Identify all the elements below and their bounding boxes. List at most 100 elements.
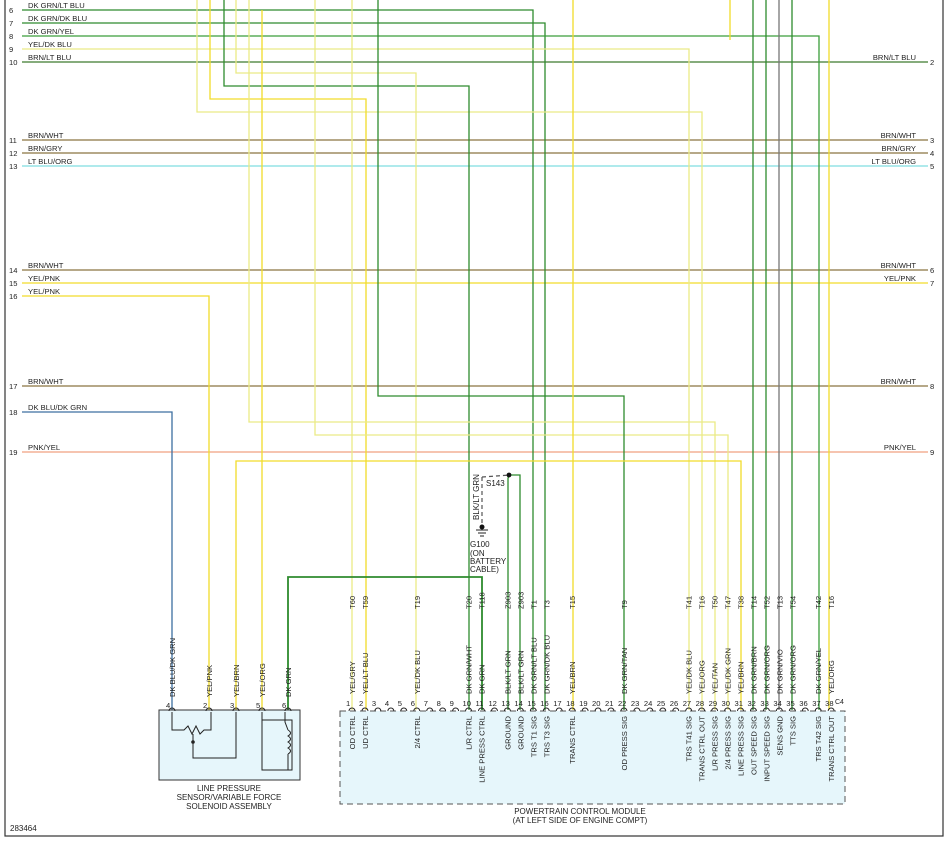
wire-yel-pnk-16 bbox=[22, 295, 210, 710]
left-wire-label-14: BRN/WHT bbox=[28, 261, 64, 270]
wire-dk-grn-tan-top bbox=[377, 0, 625, 710]
pcm-pin-func-30: 2/4 PRESS SIG bbox=[724, 716, 733, 770]
pcm-pin-socket-icon bbox=[607, 707, 615, 712]
wire-yel-lt-blu-top bbox=[209, 0, 367, 710]
pcm-pin-socket-icon bbox=[775, 707, 783, 712]
right-wire-label-2: BRN/LT BLU bbox=[873, 53, 916, 62]
right-wire-label-8: BRN/WHT bbox=[881, 377, 917, 386]
pcm-pin-16: 16 bbox=[540, 699, 548, 708]
pcm-pin-socket-icon bbox=[685, 707, 693, 712]
pcm-pin-circuit-32: T14 bbox=[749, 596, 758, 609]
pcm-name-2: (AT LEFT SIDE OF ENGINE COMPT) bbox=[513, 816, 648, 825]
pcm-pin-4: 4 bbox=[385, 699, 389, 708]
pcm-pin-socket-icon bbox=[387, 707, 395, 712]
left-wire-label-6: DK GRN/LT BLU bbox=[28, 1, 85, 10]
pcm-pin-circuit-29: T50 bbox=[711, 596, 720, 609]
left-wire-label-18: DK BLU/DK GRN bbox=[28, 403, 87, 412]
pcm-pin-circuit-16: T3 bbox=[542, 600, 551, 609]
right-wire-label-6: BRN/WHT bbox=[881, 261, 917, 270]
pcm-pin-func-6: 2/4 CTRL bbox=[413, 716, 422, 749]
sensor-pin-socket-icon bbox=[284, 707, 292, 712]
pcm-pin-func-29: L/R PRESS SIG bbox=[711, 716, 720, 771]
right-wire-label-5: LT BLU/ORG bbox=[872, 157, 917, 166]
pcm-pin-socket-icon bbox=[646, 707, 654, 712]
diagram-border bbox=[4, 0, 944, 837]
pcm-pin-wire-30: YEL/DK GRN bbox=[724, 648, 733, 694]
pcm-pin-socket-icon bbox=[426, 707, 434, 712]
right-wire-num-5: 5 bbox=[930, 162, 934, 171]
left-wire-num-8: 8 bbox=[9, 32, 13, 41]
pcm-pin-socket-icon bbox=[827, 707, 835, 712]
pcm-name-1: POWERTRAIN CONTROL MODULE bbox=[514, 807, 646, 816]
left-wire-label-11: BRN/WHT bbox=[28, 131, 64, 140]
pcm-pin-func-2: UD CTRL bbox=[361, 716, 370, 749]
pcm-pin-wire-16: DK GRN/DK BLU bbox=[542, 635, 551, 694]
pcm-pin-socket-icon bbox=[633, 707, 641, 712]
left-wire-label-13: LT BLU/ORG bbox=[28, 157, 73, 166]
pcm-pin-13: 13 bbox=[501, 699, 509, 708]
splice-wire-label: BLK/LT GRN bbox=[472, 474, 481, 520]
left-wire-label-17: BRN/WHT bbox=[28, 377, 64, 386]
left-wire-num-10: 10 bbox=[9, 58, 17, 67]
sensor-pin-wire-5: YEL/ORG bbox=[258, 663, 267, 697]
sensor-pin-wire-2: YEL/PNK bbox=[205, 665, 214, 697]
pcm-pin-18: 18 bbox=[566, 699, 574, 708]
left-wire-num-13: 13 bbox=[9, 162, 17, 171]
pcm-pin-socket-icon bbox=[503, 707, 511, 712]
pcm-pin-func-22: OD PRESS SIG bbox=[620, 716, 629, 771]
right-wire-num-2: 2 bbox=[930, 58, 934, 67]
pcm-pin-circuit-27: T41 bbox=[685, 596, 694, 609]
wire-yel-brn-sensor bbox=[235, 460, 742, 710]
pcm-pin-socket-icon bbox=[490, 707, 498, 712]
pcm-pin-9: 9 bbox=[450, 699, 454, 708]
pcm-pin-34: 34 bbox=[773, 699, 781, 708]
pcm-pin-wire-2: YEL/LT BLU bbox=[361, 652, 370, 694]
pcm-pin-circuit-1: T60 bbox=[348, 596, 357, 609]
pcm-pin-19: 19 bbox=[579, 699, 587, 708]
pcm-pin-socket-icon bbox=[711, 707, 719, 712]
pcm-pin-socket-icon bbox=[814, 707, 822, 712]
pcm-pin-func-28: TRANS CTRL OUT bbox=[698, 716, 707, 782]
pcm-pin-2: 2 bbox=[359, 699, 363, 708]
pcm-pin-socket-icon bbox=[672, 707, 680, 712]
wire-dk-grn-wht-top bbox=[223, 0, 470, 710]
pcm-pin-func-38: TRANS CTRL OUT bbox=[827, 716, 836, 782]
ground-note-1: (ON bbox=[470, 549, 485, 558]
pcm-pin-29: 29 bbox=[709, 699, 717, 708]
sensor-name-2: SENSOR/VARIABLE FORCE bbox=[177, 793, 282, 802]
pcm-pin-func-11: LINE PRESS CTRL bbox=[478, 716, 487, 783]
pcm-pin-36: 36 bbox=[799, 699, 807, 708]
sensor-pin-5: 5 bbox=[256, 701, 260, 710]
pcm-pin-circuit-35: T54 bbox=[788, 596, 797, 609]
pcm-pin-wire-38: YEL/ORG bbox=[827, 660, 836, 694]
sensor-pins: 4DK BLU/DK GRN2YEL/PNK3YEL/BRN5YEL/ORG6D… bbox=[166, 638, 293, 712]
left-wire-num-15: 15 bbox=[9, 279, 17, 288]
pcm-pin-func-37: TRS T42 SIG bbox=[814, 716, 823, 762]
sensor-pin-wire-6: DK GRN bbox=[284, 667, 293, 697]
pcm-pin-socket-icon bbox=[737, 707, 744, 712]
right-wire-num-9: 9 bbox=[930, 448, 934, 457]
pcm-pin-socket-icon bbox=[762, 707, 770, 712]
pcm-pin-32: 32 bbox=[747, 699, 755, 708]
pcm-pin-5: 5 bbox=[398, 699, 402, 708]
pcm-pin-8: 8 bbox=[437, 699, 441, 708]
pcm-pin-wire-22: DK GRN/TAN bbox=[620, 648, 629, 694]
pcm-pin-func-31: LINE PRESS SIG bbox=[737, 716, 746, 776]
right-wire-label-7: YEL/PNK bbox=[884, 274, 916, 283]
pcm-pin-37: 37 bbox=[812, 699, 820, 708]
pcm-pin-func-18: TRANS CTRL bbox=[568, 716, 577, 764]
wire-dk-blu-dk-grn bbox=[22, 411, 173, 710]
pcm-pin-wire-11: DK GRN bbox=[478, 664, 487, 694]
pcm-pin-socket-icon bbox=[516, 707, 524, 712]
pcm-pin-25: 25 bbox=[657, 699, 665, 708]
wire-dk-grn-yel bbox=[22, 35, 820, 710]
pcm-pin-7: 7 bbox=[424, 699, 428, 708]
pcm-pin-socket-icon bbox=[620, 707, 628, 712]
pcm-pin-circuit-10: T20 bbox=[465, 596, 474, 609]
pcm-pin-wire-28: YEL/ORG bbox=[698, 660, 707, 694]
pcm-pin-socket-icon bbox=[788, 707, 796, 712]
pcm-pin-wire-6: YEL/DK BLU bbox=[413, 650, 422, 694]
pcm-pin-func-14: GROUND bbox=[516, 715, 525, 749]
pcm-pin-socket-icon bbox=[413, 707, 421, 712]
sensor-pin-wire-4: DK BLU/DK GRN bbox=[168, 638, 177, 697]
